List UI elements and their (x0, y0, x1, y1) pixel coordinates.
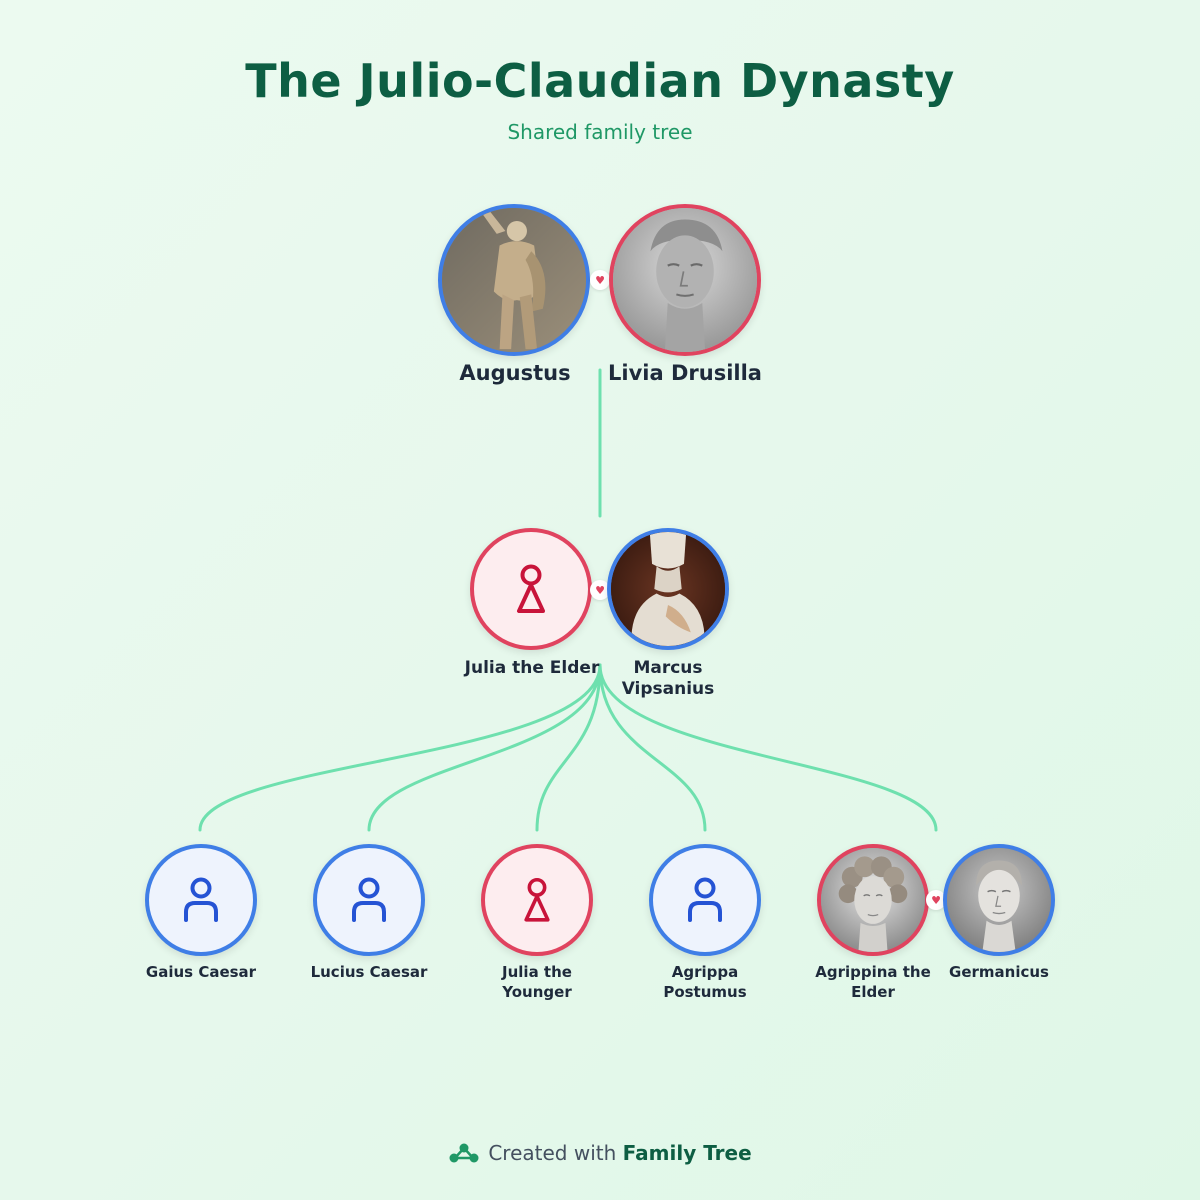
marble-bust-portrait-icon (613, 208, 757, 352)
link-to-agrippa-postumus (598, 663, 707, 832)
page-subtitle: Shared family tree (507, 120, 693, 144)
page-title: The Julio-Claudian Dynasty (245, 54, 955, 108)
family-tree-logo-icon (449, 1143, 479, 1163)
male-person-icon (688, 877, 722, 922)
female-person-icon (524, 877, 550, 922)
germanicus-avatar[interactable] (943, 844, 1055, 956)
agrippina-name: Agrippina the Elder (815, 963, 931, 1001)
marriage-heart-icon: ♥ (926, 890, 946, 910)
male-person-icon (352, 877, 386, 922)
julia-elder-name: Julia the Elder (464, 658, 600, 678)
lucius-avatar[interactable] (313, 844, 425, 956)
augustus-avatar[interactable] (438, 204, 590, 356)
livia-avatar[interactable] (609, 204, 761, 356)
augustus-name: Augustus (459, 361, 571, 385)
agrippa-postumus-name: Agrippa Postumus (663, 963, 747, 1001)
julia-younger-name: Julia the Younger (502, 963, 572, 1001)
female-person-icon (517, 564, 545, 613)
julia-elder-avatar[interactable] (470, 528, 592, 650)
marble-bust-portrait-icon (947, 848, 1051, 952)
julia-younger-avatar[interactable] (481, 844, 593, 956)
footer-prefix: Created with (488, 1141, 617, 1165)
marble-bust-portrait-icon (611, 532, 725, 646)
marble-bust-portrait-icon (821, 848, 925, 952)
footer-credit[interactable]: Created with Family Tree (0, 1141, 1200, 1165)
male-person-icon (184, 877, 218, 922)
marriage-heart-icon: ♥ (590, 580, 610, 600)
link-to-agrippina (598, 663, 938, 832)
agrippa-postumus-avatar[interactable] (649, 844, 761, 956)
link-to-lucius (367, 663, 602, 832)
marriage-heart-icon: ♥ (590, 270, 610, 290)
link-to-gaius (198, 663, 602, 832)
marcus-avatar[interactable] (607, 528, 729, 650)
link-to-julia-younger (535, 663, 602, 832)
agrippina-avatar[interactable] (817, 844, 929, 956)
marcus-name: Marcus Vipsanius (621, 658, 715, 700)
footer-brand: Family Tree (622, 1141, 752, 1165)
gaius-avatar[interactable] (145, 844, 257, 956)
statue-portrait-icon (442, 208, 586, 352)
lucius-name: Lucius Caesar (310, 963, 428, 981)
livia-name: Livia Drusilla (608, 361, 762, 385)
gaius-name: Gaius Caesar (145, 963, 257, 981)
germanicus-name: Germanicus (949, 963, 1049, 981)
